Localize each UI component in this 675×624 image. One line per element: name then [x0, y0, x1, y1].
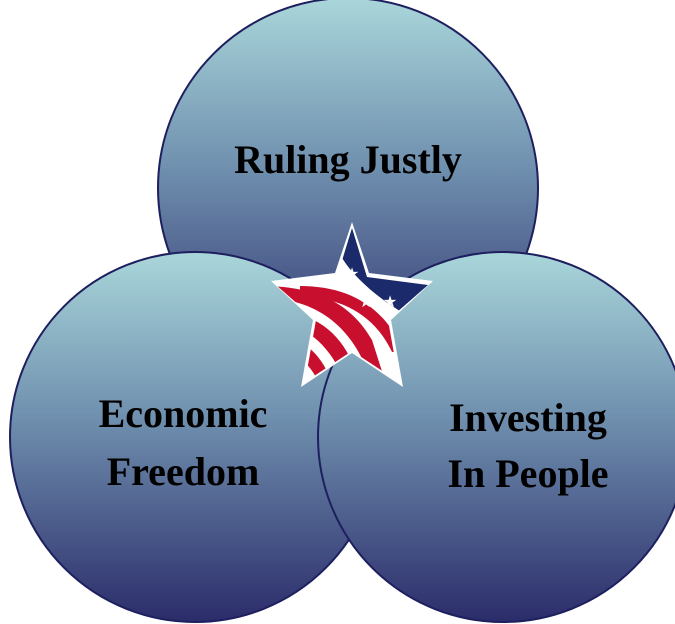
circle-investing-in-people: Investing In People — [317, 251, 675, 623]
svg-text:★: ★ — [383, 292, 397, 311]
economic-freedom-line-2: Freedom — [107, 449, 260, 494]
svg-text:★: ★ — [359, 292, 373, 311]
ruling-justly-label: Ruling Justly — [234, 137, 462, 182]
economic-freedom-line-1: Economic — [99, 391, 268, 436]
investing-line-2: In People — [447, 451, 608, 496]
investing-line-1: Investing — [449, 395, 607, 440]
svg-text:★: ★ — [345, 264, 359, 283]
circle-economic-freedom: Economic Freedom — [9, 251, 381, 623]
